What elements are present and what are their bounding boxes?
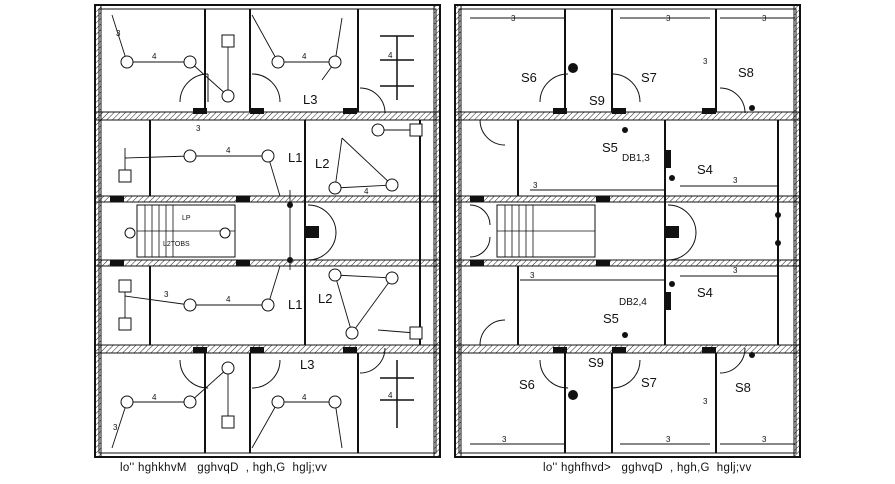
socket-label: S9 xyxy=(589,93,605,108)
socket-label: S8 xyxy=(738,65,754,80)
socket-label: S9 xyxy=(588,355,604,370)
wire-label: 4 xyxy=(152,52,157,61)
db-label: DB1,3 xyxy=(622,153,650,164)
fixture-label: L1 xyxy=(288,150,302,165)
wire-label: 3 xyxy=(762,14,767,23)
wire-label: 3 xyxy=(733,266,738,275)
socket-label: S7 xyxy=(641,375,657,390)
wire-label: 3 xyxy=(533,181,538,190)
panel-label: L2TOBS xyxy=(163,241,190,248)
wire-label: 3 xyxy=(164,290,169,299)
socket-label: S5 xyxy=(603,311,619,326)
wire-label: 4 xyxy=(152,393,157,402)
left-plan-caption: lo'' hghkhvM gghvqD , hgh,G hglj;vv xyxy=(120,462,328,474)
wire-label: 3 xyxy=(703,57,708,66)
right-plan-power xyxy=(454,4,801,458)
socket-label: S6 xyxy=(521,70,537,85)
socket-label: S5 xyxy=(602,140,618,155)
wire-label: 3 xyxy=(762,435,767,444)
left-plan-labels: L1 L2 L3 L1 L2 L3 LP L2TOBS 3 4 4 4 4 3 … xyxy=(113,29,393,432)
wire-label: 4 xyxy=(302,52,307,61)
right-plan-labels: S6 S7 S8 S9 S5 S4 S4 S5 S9 S6 S7 S8 DB1,… xyxy=(502,14,767,444)
fixture-label: L3 xyxy=(300,357,314,372)
wire-label: 3 xyxy=(666,14,671,23)
socket-label: S4 xyxy=(697,285,713,300)
wire-label: 3 xyxy=(116,29,121,38)
fixture-label: L3 xyxy=(303,92,317,107)
wire-label: 3 xyxy=(113,423,118,432)
wire-label: 3 xyxy=(703,397,708,406)
wire-label: 4 xyxy=(302,393,307,402)
wire-label: 4 xyxy=(388,51,393,60)
wire-label: 3 xyxy=(530,271,535,280)
socket-label: S4 xyxy=(697,162,713,177)
wire-label: 4 xyxy=(388,391,393,400)
fixture-label: L2 xyxy=(315,156,329,171)
wire-label: 4 xyxy=(226,295,231,304)
wire-label: 3 xyxy=(502,435,507,444)
panel-label: LP xyxy=(182,215,191,222)
wire-label: 4 xyxy=(364,187,369,196)
right-plan-caption: lo'' hghfhvd> gghvqD , hgh,G hglj;vv xyxy=(543,462,752,474)
socket-label: S6 xyxy=(519,377,535,392)
wire-label: 3 xyxy=(733,176,738,185)
left-plan-lighting xyxy=(94,4,441,458)
fixture-label: L2 xyxy=(318,291,332,306)
wire-label: 3 xyxy=(511,14,516,23)
db-label: DB2,4 xyxy=(619,297,647,308)
socket-label: S8 xyxy=(735,380,751,395)
fixture-label: L1 xyxy=(288,297,302,312)
wire-label: 3 xyxy=(196,124,201,133)
socket-label: S7 xyxy=(641,70,657,85)
wire-label: 3 xyxy=(666,435,671,444)
wire-label: 4 xyxy=(226,146,231,155)
